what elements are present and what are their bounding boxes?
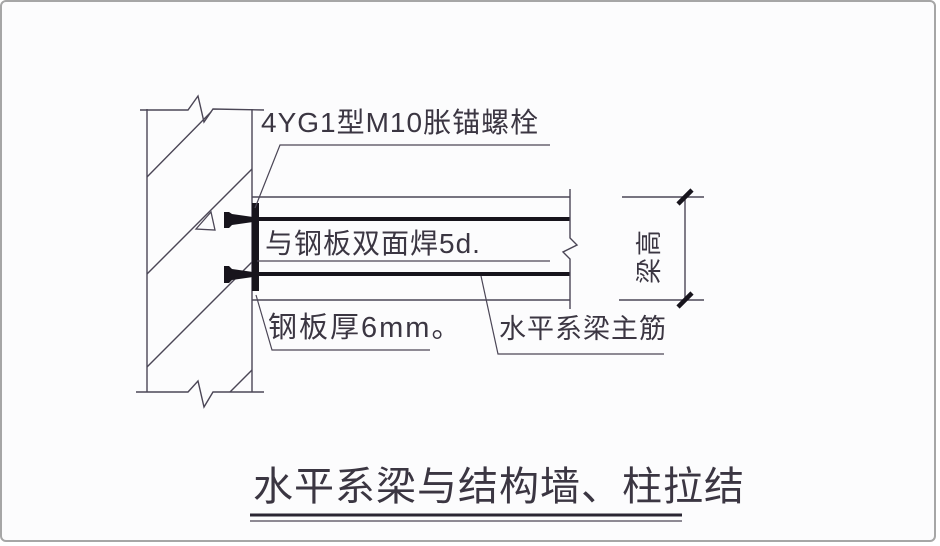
anchor-bolt-bottom bbox=[224, 266, 253, 283]
drawing-title: 水平系梁与结构墙、柱拉结 bbox=[253, 465, 745, 509]
label-anchor-bolt: 4YG1型M10胀锚螺栓 bbox=[261, 107, 540, 138]
label-beam-height: 梁高 bbox=[634, 227, 664, 284]
leader-anchor-bolt bbox=[254, 144, 550, 209]
wall-hatch bbox=[146, 111, 253, 393]
label-rebar: 水平系梁主筋 bbox=[499, 314, 667, 344]
steel-plate bbox=[252, 203, 259, 291]
label-plate-thickness: 钢板厚6mm。 bbox=[268, 312, 463, 344]
title-underline bbox=[250, 513, 682, 522]
anchor-bolt-top bbox=[224, 212, 253, 228]
wall-break-bottom bbox=[136, 379, 264, 409]
dimension-tick-bottom bbox=[676, 291, 694, 309]
weld-arrow-icon bbox=[194, 210, 216, 231]
dimension-tick-top bbox=[676, 188, 694, 206]
label-weld: 与钢板双面焊5d. bbox=[265, 228, 481, 259]
wall-break-top bbox=[140, 94, 265, 124]
beam-break-line bbox=[561, 189, 579, 309]
dimension-beam-height bbox=[619, 188, 704, 309]
beam-outline bbox=[252, 196, 570, 301]
wall-section bbox=[136, 94, 265, 409]
leader-rebar bbox=[480, 275, 664, 355]
leader-plate bbox=[255, 294, 430, 351]
